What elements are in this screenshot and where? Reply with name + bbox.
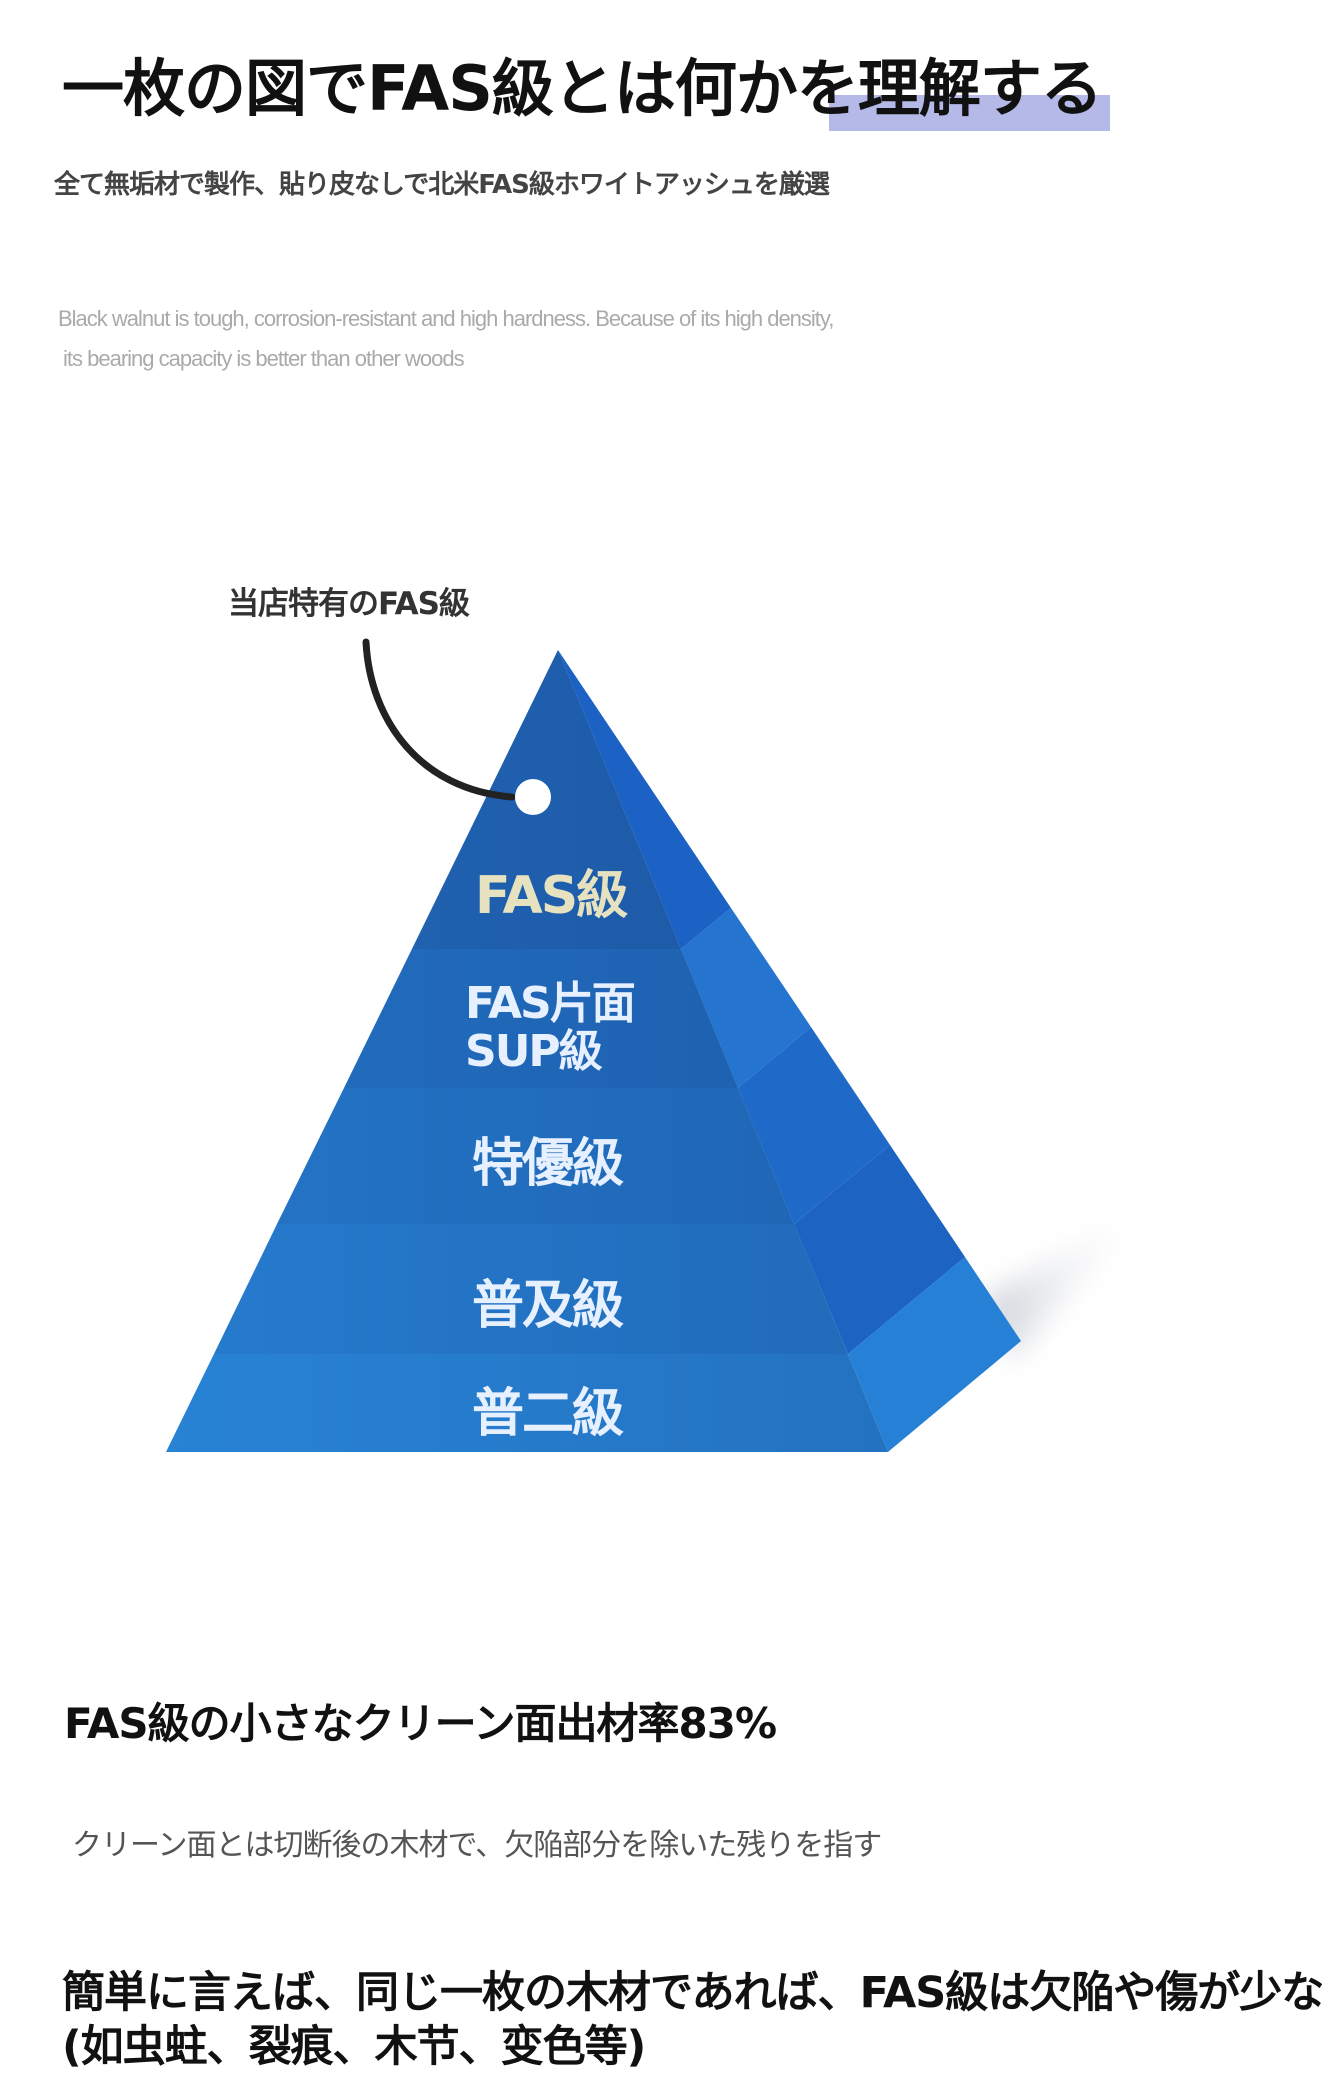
level-fukyu: 普及級 xyxy=(472,1276,624,1336)
subtitle: 全て無垢材で製作、貼り皮なしで北米FAS級ホワイトアッシュを厳選 xyxy=(54,170,830,200)
pyramid-side-5 xyxy=(848,1257,1021,1452)
pyramid-side-2 xyxy=(681,908,811,1088)
level-tokuyu: 特優級 xyxy=(472,1134,624,1194)
english-description-line-1: Black walnut is tough, corrosion-resista… xyxy=(58,306,834,331)
pyramid-front-shading xyxy=(166,650,888,1452)
hook-hole xyxy=(515,779,551,815)
page-title: 一枚の図でFAS級とは何かを理解する xyxy=(62,52,1103,125)
body-text-line-1: 簡単に言えば、同じ一枚の木材であれば、FAS級は欠陥や傷が少な xyxy=(62,1968,1322,2018)
level-sup: SUP級 xyxy=(465,1026,603,1077)
body-text-line-2: (如虫蛀、裂痕、木节、变色等) xyxy=(62,2022,646,2072)
level-fas-one-side: FAS片面 xyxy=(465,978,636,1029)
level-fas: FAS級 xyxy=(475,866,628,926)
pyramid-shadow xyxy=(980,1200,1160,1360)
pyramid-side-3 xyxy=(738,1027,890,1224)
title-highlight-bar xyxy=(829,95,1110,131)
section-note: クリーン面とは切断後の木材で、欠陥部分を除いた残りを指す xyxy=(72,1828,882,1863)
english-description-line-2: its bearing capacity is better than othe… xyxy=(63,346,465,371)
hook-line xyxy=(362,638,516,801)
pyramid-side-1 xyxy=(558,650,731,949)
level-fas-one-side-sup: FAS片面 SUP級 xyxy=(465,978,636,1077)
pyramid-tag-label: 当店特有のFAS級 xyxy=(228,586,470,622)
section-heading: FAS級の小さなクリーン面出材率83% xyxy=(64,1699,777,1748)
pyramid-side-4 xyxy=(794,1145,965,1354)
level-funi: 普二級 xyxy=(472,1384,624,1444)
